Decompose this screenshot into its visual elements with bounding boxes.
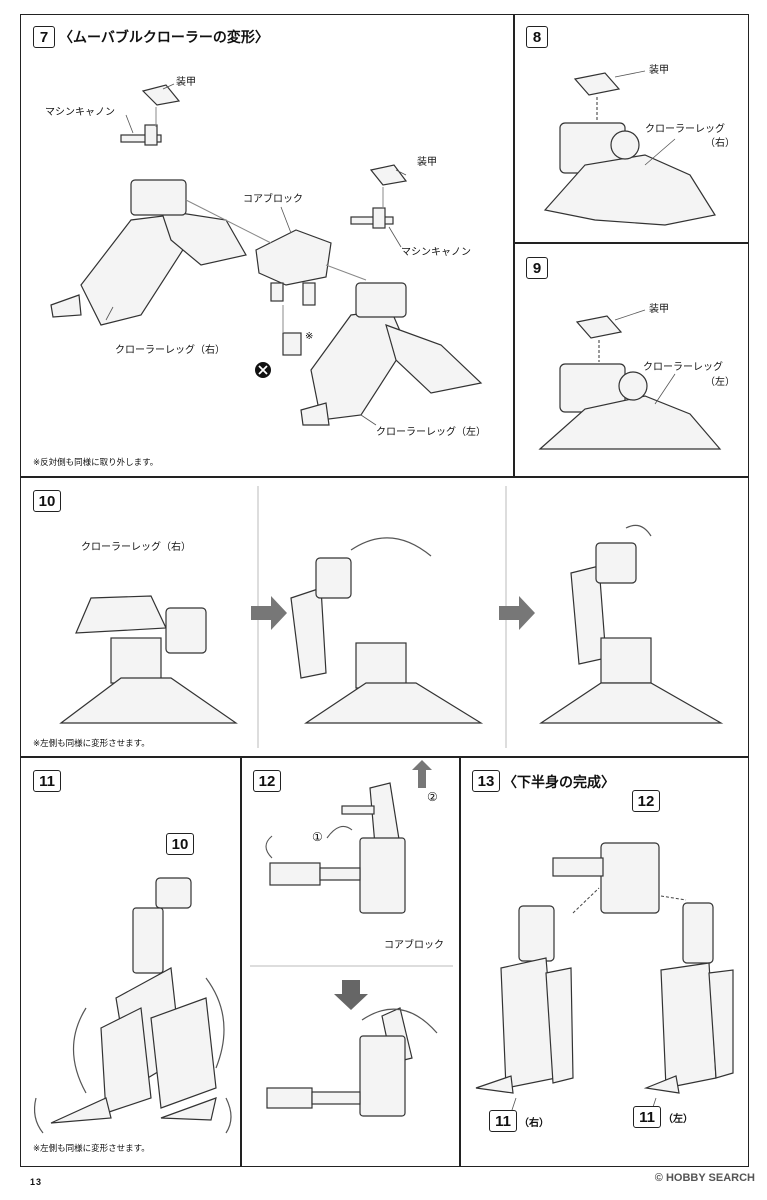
step-12-circle-1: ① — [312, 830, 323, 844]
armor-label-a: 装甲 — [176, 77, 196, 88]
step-9-number: 9 — [526, 257, 548, 279]
step-7-panel: 7 〈ムーバブルクローラーの変形〉 — [20, 14, 514, 477]
step-12-circle-2: ② — [427, 790, 438, 804]
step-12-illustration — [250, 760, 453, 1117]
watermark: © HOBBY SEARCH — [654, 1172, 755, 1184]
step-13-leg-left-side: （左） — [663, 1114, 693, 1125]
step-7-illustration — [50, 83, 483, 426]
step-13-leg-left-number: 11 — [633, 1106, 661, 1128]
step-10-illustration — [59, 486, 724, 748]
step-9-crawler-side: （左） — [705, 377, 735, 388]
step-13-leg-right-number: 11 — [489, 1110, 517, 1132]
core-block-label: コアブロック — [243, 194, 303, 205]
step-10-number: 10 — [33, 490, 61, 512]
step-10-crawler-label: クローラーレッグ（右） — [81, 542, 191, 553]
step-10-note: ※左側も同様に変形させます。 — [33, 739, 150, 749]
step-9-crawler-label: クローラーレッグ — [643, 362, 723, 373]
step-7-number: 7 — [33, 26, 55, 48]
step-12-panel: 12 ① ② コアブロック — [241, 757, 460, 1167]
machine-cannon-label-b: マシンキャノン — [401, 247, 471, 258]
step-11-note: ※左側も同様に変形させます。 — [33, 1144, 150, 1154]
crawler-leg-left-label: クローラーレッグ（左） — [376, 427, 486, 438]
step-8-armor-label: 装甲 — [649, 65, 669, 76]
step-7-note: ※反対側も同様に取り外します。 — [33, 458, 159, 468]
step-13-callout: 12 — [632, 790, 660, 812]
step-13-panel: 13 〈下半身の完成〉 12 11 （右） 11 （左） — [460, 757, 749, 1167]
armor-label-b: 装甲 — [417, 157, 437, 168]
step-13-leg-right-side: （右） — [519, 1118, 549, 1129]
step-12-number: 12 — [253, 770, 281, 792]
asterisk-mark: ※ — [305, 331, 314, 342]
step-8-crawler-label: クローラーレッグ — [645, 124, 725, 135]
step-8-panel: 8 装甲 クローラーレッグ （右） — [514, 14, 749, 243]
step-9-panel: 9 装甲 クローラーレッグ （左） — [514, 243, 749, 477]
step-11-panel: 11 10 ※左側も同様に変形させます。 — [20, 757, 241, 1167]
step-13-title: 〈下半身の完成〉 — [503, 775, 615, 791]
crawler-leg-right-label: クローラーレッグ（右） — [115, 345, 225, 356]
step-12-core-block-label: コアブロック — [384, 940, 444, 951]
page-number: 13 — [30, 1177, 43, 1187]
step-9-armor-label: 装甲 — [649, 304, 669, 315]
step-11-callout: 10 — [166, 833, 194, 855]
step-11-illustration — [33, 877, 232, 1134]
step-13-illustration — [475, 842, 734, 1114]
step-8-number: 8 — [526, 26, 548, 48]
step-8-illustration — [543, 70, 716, 226]
machine-cannon-label-a: マシンキャノン — [45, 107, 115, 118]
step-10-panel: 10 クローラーレッグ（右） ※左側も同様に変形させます。 — [20, 477, 749, 757]
step-11-number: 11 — [33, 770, 61, 792]
step-9-illustration — [538, 309, 722, 450]
step-8-crawler-side: （右） — [705, 138, 735, 149]
step-7-title: 〈ムーバブルクローラーの変形〉 — [59, 30, 269, 46]
step-13-number: 13 — [472, 770, 500, 792]
